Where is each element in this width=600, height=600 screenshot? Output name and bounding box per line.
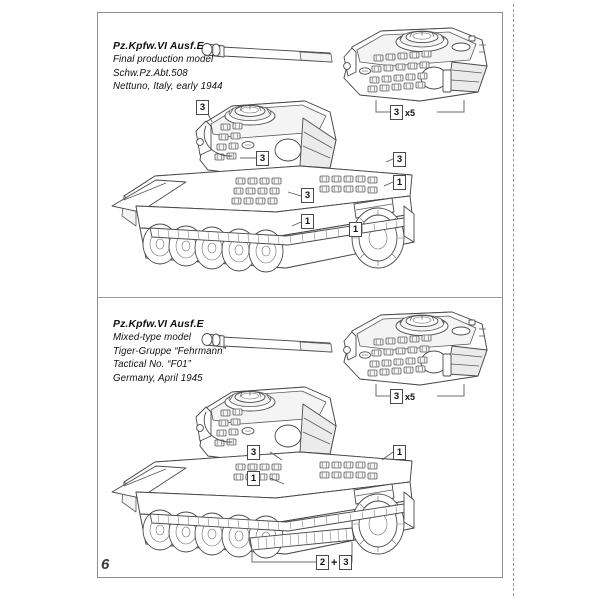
plus-operator: + [331, 556, 338, 569]
page-frame [97, 12, 503, 578]
callout-3-turret-top: 3 [196, 100, 209, 115]
callout-1-hull-right-bottom: 1 [393, 445, 406, 460]
caption-title: Pz.Kpfw.VI Ausf.E [113, 319, 204, 330]
panel-top-caption: Pz.Kpfw.VI Ausf.E Final production model… [113, 40, 223, 94]
sum-callout-bottom: 2 + 3 [316, 555, 353, 570]
quantity-multiplier: x5 [405, 107, 416, 118]
caption-title: Pz.Kpfw.VI Ausf.E [113, 41, 204, 52]
quantity-callout-bottom: 3 x5 [390, 389, 415, 404]
caption-line-1: Mixed-type model [113, 332, 192, 344]
caption-line-2: Tiger-Gruppe “Fehrmann” [113, 345, 226, 357]
callout-3-turret-side: 3 [256, 151, 269, 166]
callout-1-hull-center: 1 [349, 222, 362, 237]
caption-line-3: Tactical No. “F01” [113, 359, 191, 371]
callout-1-hull-right: 1 [393, 175, 406, 190]
callout-part-3: 3 [390, 389, 403, 404]
caption-line-4: Germany, April 1945 [113, 372, 203, 384]
callout-3-hull-left: 3 [301, 188, 314, 203]
callout-1-hull-left-bottom: 1 [247, 471, 260, 486]
panel-divider [98, 297, 502, 298]
callout-1-hull-left: 1 [301, 214, 314, 229]
callout-3-hull-left-bottom: 3 [247, 445, 260, 460]
page-number: 6 [101, 556, 110, 573]
fold-line [513, 4, 514, 596]
caption-line-1: Final production model [113, 54, 214, 66]
callout-3-hull-right: 3 [393, 152, 406, 167]
caption-line-3: Nettuno, Italy, early 1944 [113, 81, 223, 93]
panel-bottom-caption: Pz.Kpfw.VI Ausf.E Mixed-type model Tiger… [113, 318, 226, 385]
caption-line-2: Schw.Pz.Abt.508 [113, 67, 188, 79]
callout-part-3: 3 [390, 105, 403, 120]
quantity-callout-top: 3 x5 [390, 105, 415, 120]
callout-part-3: 3 [339, 555, 353, 570]
quantity-multiplier: x5 [405, 391, 416, 402]
callout-part-2: 2 [316, 555, 329, 570]
